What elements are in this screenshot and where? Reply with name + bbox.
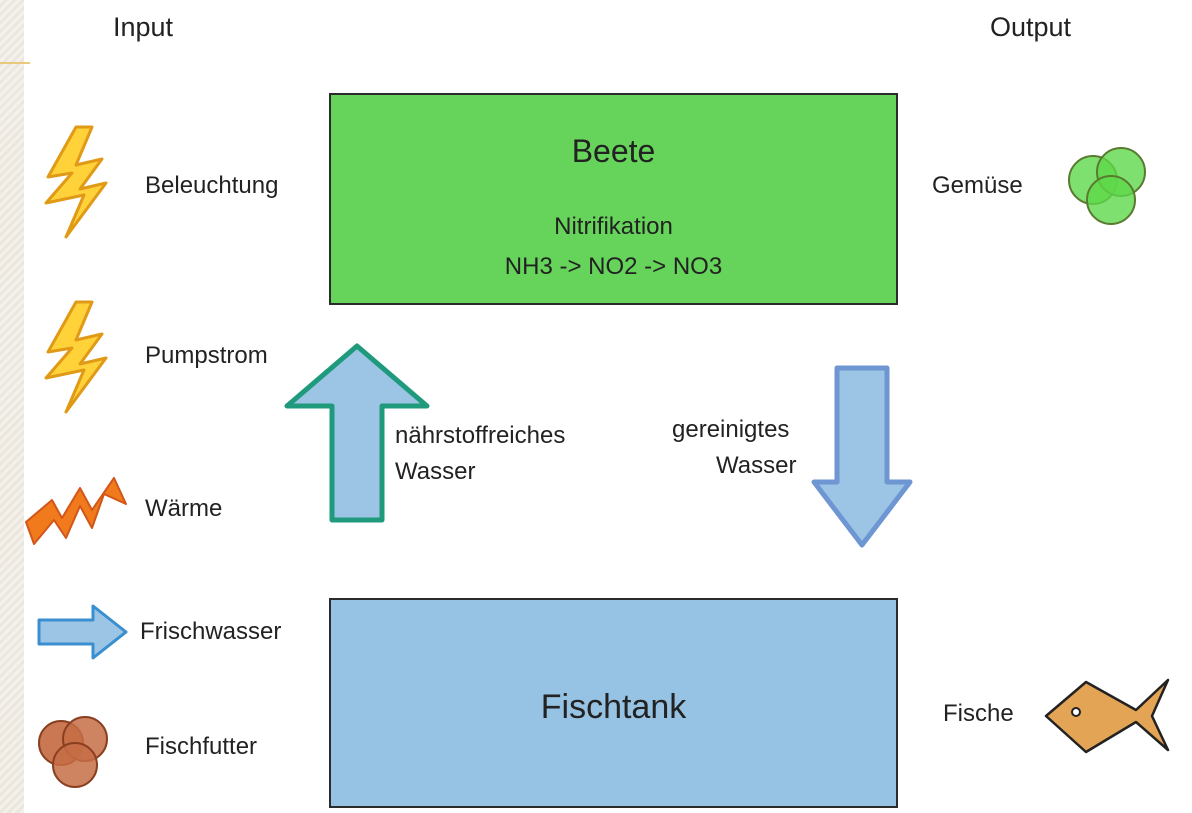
vegetables-icon (1068, 147, 1146, 225)
left-edge-accent-line (0, 62, 30, 64)
beete-title: Beete (571, 133, 656, 169)
input-label-frischwasser: Frischwasser (140, 618, 282, 645)
fish-icon (1044, 678, 1170, 754)
lightning-icon (44, 125, 108, 239)
input-label-pumpstrom: Pumpstrom (145, 342, 268, 369)
input-label-beleuchtung: Beleuchtung (145, 172, 279, 199)
up-arrow-label-line2: Wasser (395, 458, 476, 485)
output-label-gemuese: Gemüse (932, 172, 1023, 199)
beete-process-label: Nitrifikation (554, 213, 673, 240)
beete-box: Beete Nitrifikation NH3 -> NO2 -> NO3 (329, 93, 898, 305)
nutrient-water-up-arrow (284, 343, 430, 523)
arrow-right-icon (37, 604, 128, 660)
output-label-fische: Fische (943, 700, 1014, 727)
fischtank-box: Fischtank (329, 598, 898, 808)
output-header: Output (990, 12, 1072, 42)
heat-zigzag-icon (25, 477, 127, 545)
beete-reaction-label: NH3 -> NO2 -> NO3 (504, 253, 723, 280)
input-label-waerme: Wärme (145, 495, 223, 522)
cleaned-water-down-arrow (811, 365, 913, 548)
left-edge-texture (0, 0, 24, 813)
down-arrow-label-line1: gereinigtes (672, 416, 790, 443)
down-arrow-label-line2: Wasser (716, 452, 797, 479)
fischtank-title: Fischtank (540, 688, 687, 726)
up-arrow-label-line1: nährstoffreiches (395, 422, 566, 449)
input-label-fischfutter: Fischfutter (145, 733, 258, 760)
pellets-icon (38, 716, 108, 788)
input-header: Input (113, 12, 174, 42)
lightning-icon (44, 300, 108, 414)
